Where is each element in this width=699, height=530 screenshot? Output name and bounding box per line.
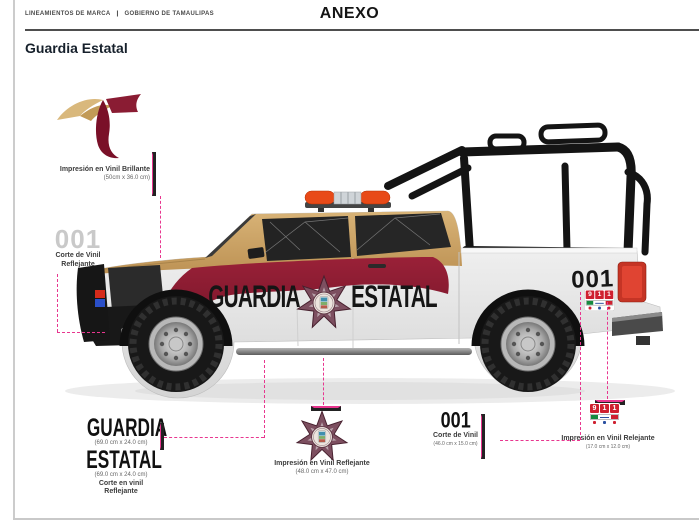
section-title: Guardia Estatal — [25, 40, 128, 56]
estatal-word: ESTATAL — [86, 446, 162, 474]
tricolor-strip — [590, 414, 619, 420]
annotation-star-badge — [296, 410, 348, 461]
rear-wheel — [480, 296, 576, 392]
truck-door-text-left: GUARDIA — [208, 279, 300, 314]
breadcrumb-separator: | — [116, 11, 119, 17]
left-unit-line2: Reflejante — [61, 260, 95, 268]
leader-guardia-solid — [160, 423, 164, 450]
emergency-line1: Impresión en Vinil Relejante — [561, 435, 655, 442]
leader-logo-solid — [152, 152, 156, 196]
emergency-911-logo: 9 1 1 — [589, 403, 620, 425]
guardia-estatal-annotation: GUARDIA (69.0 cm x 24.0 cm) ESTATAL (69.… — [78, 414, 168, 497]
star-caption-line1: Impresión en Vinil Reflejante — [274, 460, 370, 467]
truck-bed-number: 001 — [571, 265, 615, 293]
unit-annotation: 001 Corte de Vinil (46.0 cm x 15.0 cm) — [428, 408, 483, 447]
leader-logo-dashed — [160, 196, 161, 258]
unit-number: 001 — [440, 408, 471, 434]
header-rule — [25, 29, 699, 31]
estatal-dims: (69.0 cm x 24.0 cm) — [94, 471, 148, 478]
leader-leftunit-v — [57, 274, 58, 332]
logo-caption-line1: Impresión en Vinil Brillante — [59, 166, 150, 173]
page-border-bottom — [13, 518, 699, 520]
unit-dims: (46.0 cm x 15.0 cm) — [433, 440, 478, 447]
star-annotation-caption: Impresión en Vinil Reflejante (48.0 cm x… — [252, 460, 392, 477]
911-marks — [586, 306, 614, 310]
truck-911-digit: 1 — [595, 290, 604, 300]
emergency-caption: Impresión en Vinil Relejante (17.0 cm x … — [548, 435, 668, 450]
front-wheel-arch — [119, 289, 233, 347]
estatal-line1: Corte en vinil — [98, 479, 144, 487]
front-window — [262, 216, 351, 261]
light-bar — [304, 190, 391, 212]
911-marks — [590, 421, 619, 424]
truck-911-sticker: 9 1 1 — [584, 289, 615, 311]
side-mirror — [247, 247, 265, 259]
tamaulipas-logo — [57, 94, 141, 159]
breadcrumb: LINEAMIENTOS DE MARCA | GOBIERNO DE TAMAUL… — [25, 11, 214, 17]
ground-shadow-inner — [135, 382, 585, 400]
star-caption-dims: (48.0 cm x 47.0 cm) — [295, 468, 349, 475]
leader-leftunit-h — [57, 332, 105, 333]
rear-wheel-arch — [471, 289, 585, 347]
leader-unit-solid — [481, 414, 485, 459]
emergency-dims: (17.0 cm x 12.0 cm) — [585, 443, 631, 450]
leader-unit-h — [500, 440, 580, 441]
leader-911-v — [607, 302, 608, 399]
unit-line1: Corte de Vinil — [433, 432, 478, 439]
door-handle — [368, 264, 386, 268]
page-border-left — [13, 0, 15, 519]
leader-guardia-h — [164, 437, 264, 438]
leader-star-tick — [311, 406, 341, 411]
front-red-light — [95, 290, 105, 298]
logo-caption-dims: (50cm x 36.0 cm) — [103, 174, 150, 181]
breadcrumb-gov: GOBIERNO DE TAMAULIPAS — [124, 11, 214, 17]
911-digit: 1 — [610, 404, 619, 413]
logo-caption: Impresión en Vinil Brillante (50cm x 36.… — [40, 166, 150, 183]
leader-star-v — [323, 358, 324, 405]
left-unit-line1: Corte de Vinil — [55, 252, 101, 259]
tow-hitch — [636, 336, 650, 345]
leader-unit-v — [580, 292, 581, 440]
truck-body: GUARDIA ESTATAL 001 001 — [76, 190, 663, 399]
page-title: ANEXO — [319, 5, 380, 22]
guardia-word: GUARDIA — [86, 414, 168, 442]
leader-guardia-v — [264, 360, 265, 438]
911-digit: 9 — [590, 404, 599, 413]
guardia-dims: (69.0 cm x 24.0 cm) — [94, 440, 148, 446]
left-unit-annotation: 001 Corte de Vinil Reflejante — [38, 226, 118, 270]
windshield-edge — [205, 214, 256, 258]
breadcrumb-brand: LINEAMIENTOS DE MARCA — [25, 11, 111, 17]
truck-door-text-right: ESTATAL — [351, 279, 437, 314]
tricolor-strip — [585, 300, 614, 306]
maroon-swoosh — [150, 257, 449, 344]
front-wheel — [128, 296, 224, 392]
front-blue-light — [95, 299, 105, 307]
911-digit: 1 — [600, 404, 609, 413]
rear-window — [355, 213, 451, 256]
brush-guard — [76, 264, 110, 342]
running-board — [236, 348, 472, 355]
left-unit-number: 001 — [54, 224, 102, 254]
estatal-line2: Reflejante — [104, 488, 138, 496]
truck-911-digit: 1 — [604, 290, 614, 300]
truck-911-digit: 9 — [585, 290, 595, 300]
